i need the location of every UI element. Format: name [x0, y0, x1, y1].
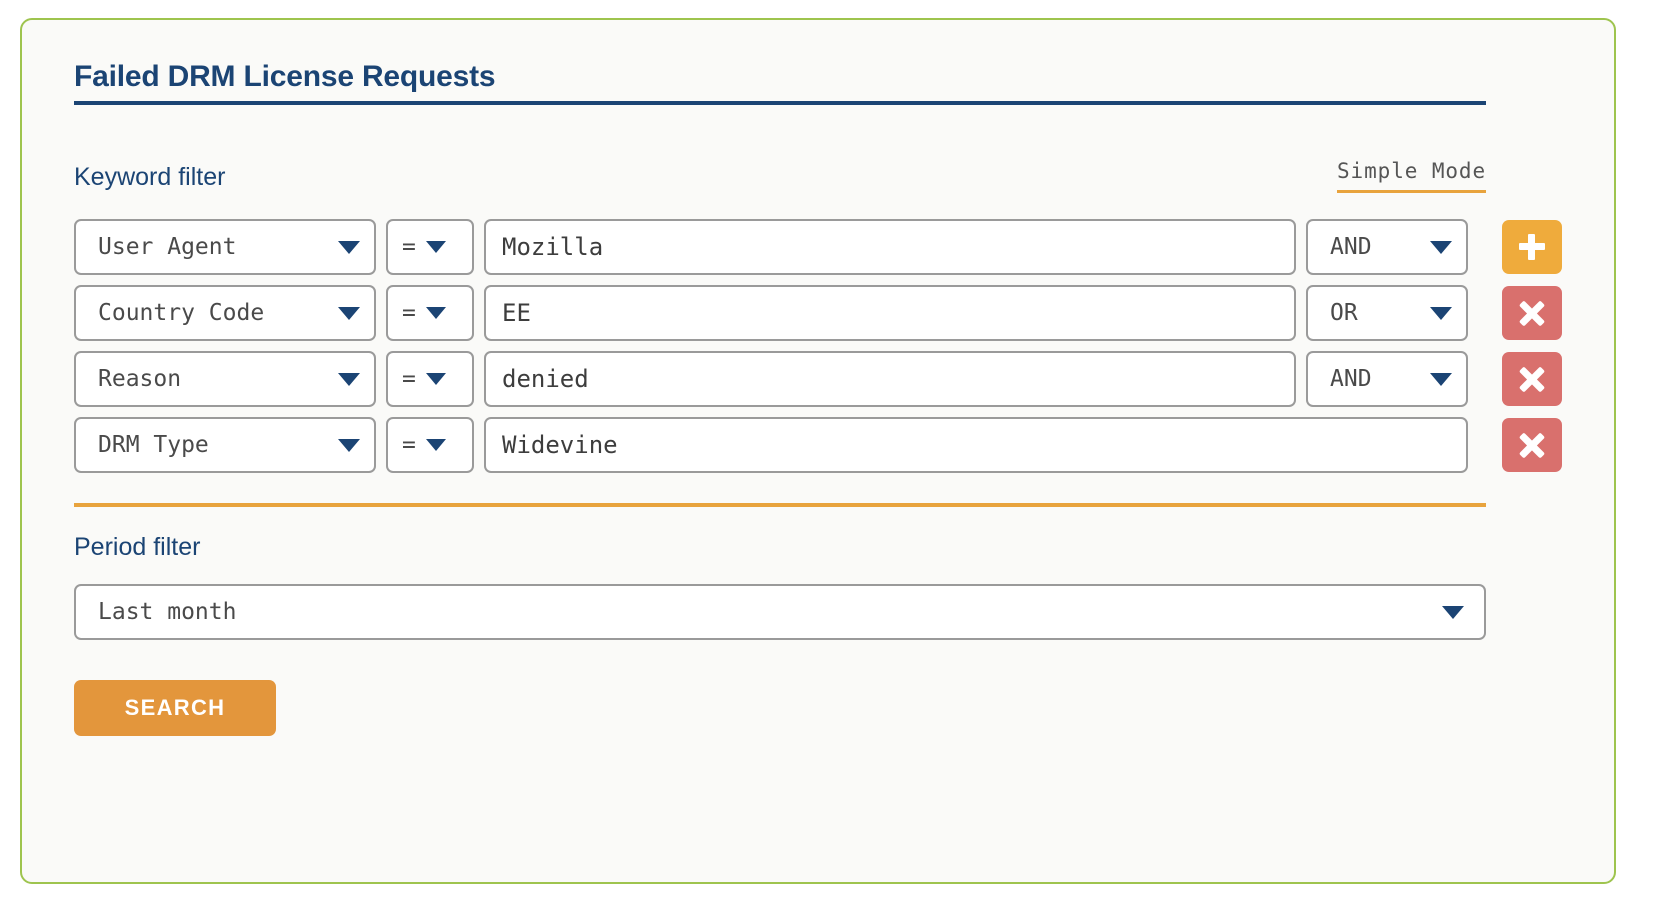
filter-row: Reason = denied AND	[74, 351, 1562, 407]
value-input-1[interactable]: Mozilla	[484, 219, 1296, 275]
logic-select-3[interactable]: AND	[1306, 351, 1468, 407]
chevron-down-icon	[1442, 605, 1464, 619]
filter-row: DRM Type = Widevine	[74, 417, 1562, 473]
field-select-3-value: Reason	[98, 366, 182, 392]
logic-select-1-value: AND	[1330, 234, 1372, 260]
chevron-down-icon	[338, 240, 360, 254]
operator-select-3-value: =	[402, 366, 416, 392]
operator-select-2[interactable]: =	[386, 285, 474, 341]
chevron-down-icon	[1430, 306, 1452, 320]
operator-select-4[interactable]: =	[386, 417, 474, 473]
field-select-4-value: DRM Type	[98, 432, 209, 458]
chevron-down-icon	[338, 372, 360, 386]
logic-select-2-value: OR	[1330, 300, 1358, 326]
close-icon	[1519, 366, 1545, 392]
page-title-block: Failed DRM License Requests	[74, 60, 1486, 105]
value-input-4[interactable]: Widevine	[484, 417, 1468, 473]
operator-select-2-value: =	[402, 300, 416, 326]
remove-filter-row-button-3[interactable]	[1502, 352, 1562, 406]
logic-select-2[interactable]: OR	[1306, 285, 1468, 341]
operator-select-3[interactable]: =	[386, 351, 474, 407]
value-input-2[interactable]: EE	[484, 285, 1296, 341]
chevron-down-icon	[338, 306, 360, 320]
logic-select-3-value: AND	[1330, 366, 1372, 392]
close-icon	[1519, 432, 1545, 458]
period-filter-label: Period filter	[74, 533, 201, 561]
close-icon	[1519, 300, 1545, 326]
add-filter-row-button[interactable]	[1502, 220, 1562, 274]
chevron-down-icon	[1430, 372, 1452, 386]
field-select-2-value: Country Code	[98, 300, 265, 326]
field-select-2[interactable]: Country Code	[74, 285, 376, 341]
value-input-1-value: Mozilla	[502, 233, 604, 261]
filter-row: Country Code = EE OR	[74, 285, 1562, 341]
operator-select-4-value: =	[402, 432, 416, 458]
operator-select-1-value: =	[402, 234, 416, 260]
chevron-down-icon	[425, 307, 446, 319]
operator-select-1[interactable]: =	[386, 219, 474, 275]
keyword-filter-header: Keyword filter Simple Mode	[74, 157, 1486, 197]
filter-row: User Agent = Mozilla AND	[74, 219, 1562, 275]
field-select-1-value: User Agent	[98, 234, 237, 260]
keyword-filter-label: Keyword filter	[74, 163, 226, 191]
chevron-down-icon	[1430, 240, 1452, 254]
page-title: Failed DRM License Requests	[74, 60, 496, 93]
period-filter-value: Last month	[98, 599, 237, 625]
plus-icon	[1519, 234, 1545, 260]
field-select-4[interactable]: DRM Type	[74, 417, 376, 473]
failed-drm-license-requests-panel: Failed DRM License Requests Keyword filt…	[20, 18, 1616, 884]
period-filter-select[interactable]: Last month	[74, 584, 1486, 640]
remove-filter-row-button-2[interactable]	[1502, 286, 1562, 340]
chevron-down-icon	[425, 373, 446, 385]
simple-mode-toggle[interactable]: Simple Mode	[1337, 159, 1486, 193]
value-input-4-value: Widevine	[502, 431, 618, 459]
section-divider	[74, 503, 1486, 507]
logic-select-1[interactable]: AND	[1306, 219, 1468, 275]
chevron-down-icon	[425, 241, 446, 253]
search-button[interactable]: SEARCH	[74, 680, 276, 736]
field-select-3[interactable]: Reason	[74, 351, 376, 407]
chevron-down-icon	[338, 438, 360, 452]
value-input-3[interactable]: denied	[484, 351, 1296, 407]
remove-filter-row-button-4[interactable]	[1502, 418, 1562, 472]
chevron-down-icon	[425, 439, 446, 451]
keyword-filter-rows: User Agent = Mozilla AND	[74, 219, 1562, 473]
value-input-3-value: denied	[502, 365, 589, 393]
field-select-1[interactable]: User Agent	[74, 219, 376, 275]
value-input-2-value: EE	[502, 299, 531, 327]
